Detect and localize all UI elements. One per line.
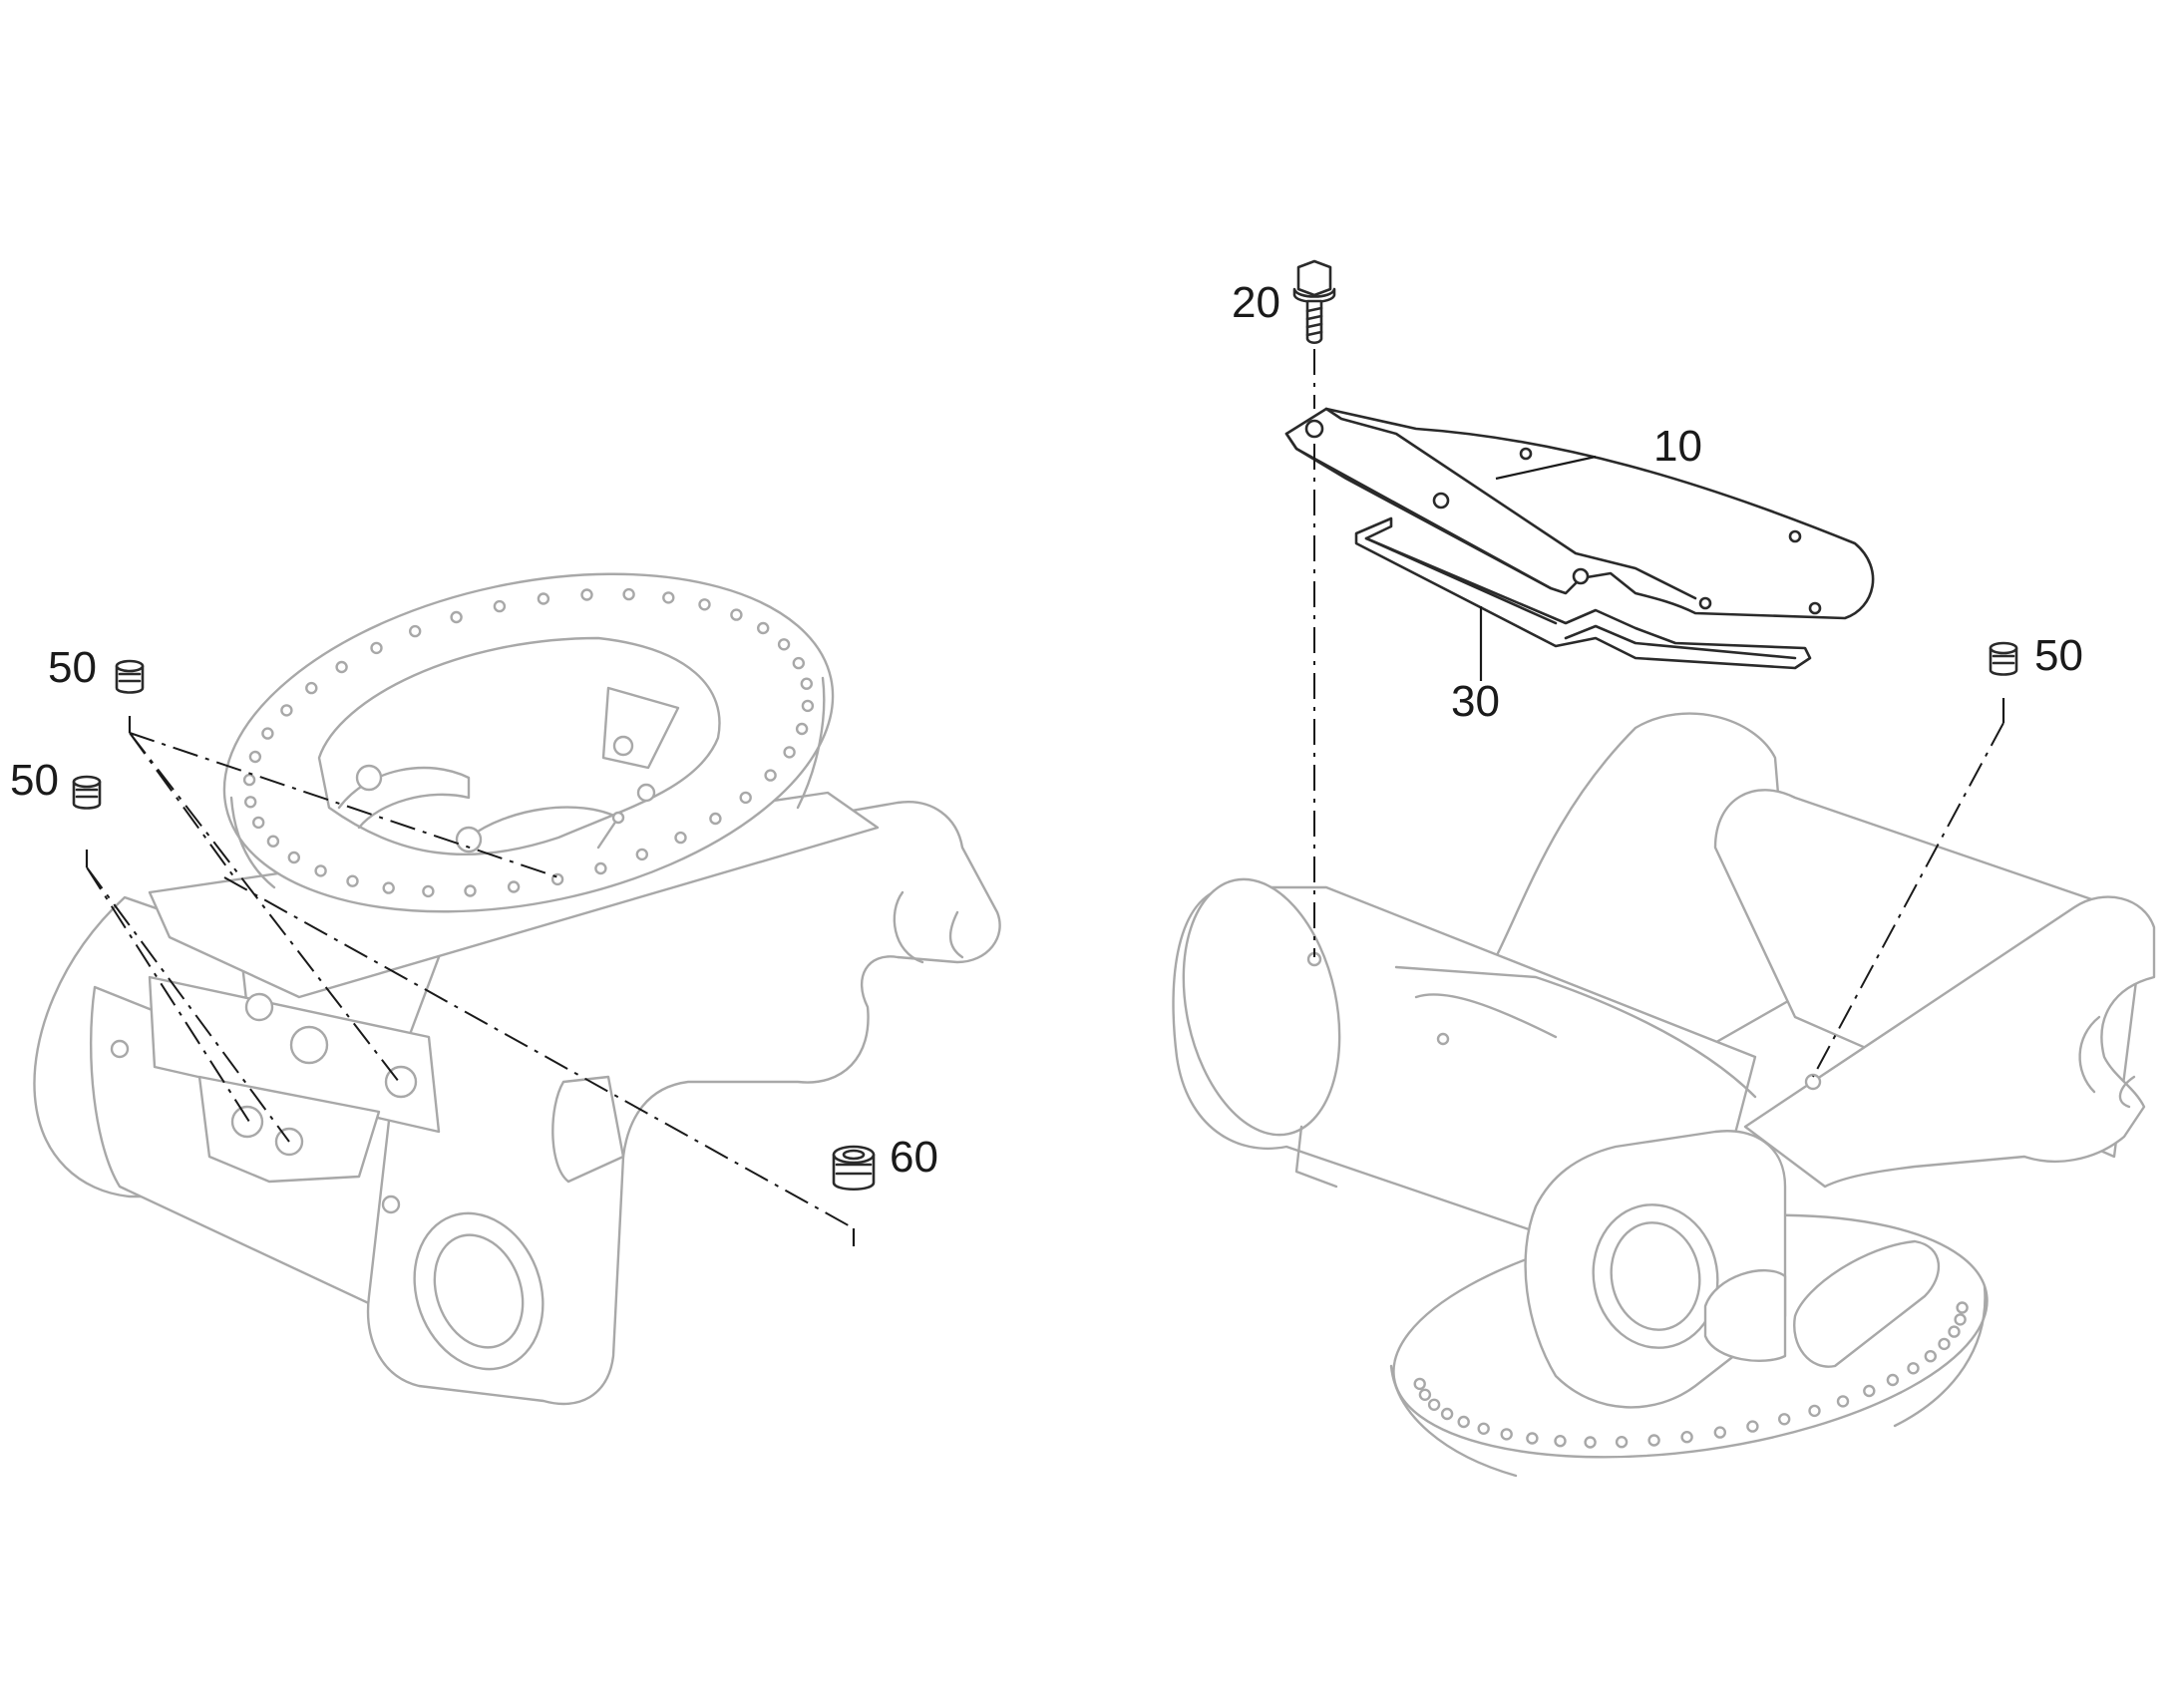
flange-bolt-hole	[422, 884, 435, 898]
left-plug-upper	[115, 659, 145, 694]
flange-bolt-holes-right	[1413, 1301, 1969, 1449]
flange-bolt-hole	[698, 598, 711, 611]
flange-bolt-hole	[314, 864, 327, 877]
flange-bolt-hole	[261, 727, 274, 740]
right-bolt	[1292, 259, 1336, 345]
flange-bolt-hole	[248, 750, 262, 764]
left-centerlines	[85, 716, 856, 1246]
flange-bolt-hole	[287, 851, 300, 864]
left-housing-assembly	[33, 572, 1001, 1406]
flange-bolt-hole	[800, 677, 813, 690]
flange-bolt-hole	[382, 881, 395, 894]
lower-flange-bolt-hole	[1907, 1362, 1920, 1375]
flange-bolt-hole	[662, 591, 675, 604]
flange-bolt-hole	[266, 835, 280, 848]
lower-flange-bolt-hole	[1554, 1434, 1567, 1448]
flange-bolt-hole	[243, 796, 257, 809]
flange-bolt-hole	[674, 831, 687, 845]
flange-bolt-hole	[305, 681, 318, 695]
flange-bolt-hole	[795, 722, 809, 736]
flange-bolt-hole	[580, 588, 593, 601]
callout-right-cover: 10	[1653, 422, 1702, 471]
flange-bolt-hole	[777, 638, 791, 651]
lower-flange-bolt-hole	[1938, 1337, 1951, 1351]
right-gasket	[1354, 516, 1812, 670]
lower-flange-bolt-hole	[1457, 1415, 1470, 1429]
callout-left-plug-large: 60	[890, 1133, 938, 1182]
lower-flange-bolt-hole	[1713, 1426, 1727, 1439]
lower-flange-bolt-hole	[1924, 1349, 1938, 1363]
flange-bolt-hole	[783, 746, 796, 759]
flange-bolt-hole	[537, 592, 550, 605]
flange-bolt-hole	[622, 587, 635, 601]
lower-flange-bolt-hole	[1956, 1301, 1969, 1314]
flange-bolt-hole	[335, 660, 348, 674]
flange-bolt-hole	[409, 624, 422, 638]
lower-flange-bolt-hole	[1680, 1430, 1693, 1444]
flange-bolt-hole	[757, 621, 770, 635]
flange-bolt-hole	[450, 610, 463, 624]
lower-flange-bolt-hole	[1808, 1404, 1821, 1418]
lower-flange-bolt-hole	[1836, 1395, 1850, 1408]
flange-bolt-hole	[280, 704, 293, 717]
lower-flange-bolt-hole	[1440, 1407, 1454, 1421]
flange-bolt-hole	[764, 769, 777, 782]
callout-right-gasket: 30	[1451, 677, 1500, 726]
lower-flange-bolt-hole	[1777, 1413, 1791, 1426]
left-plug-large	[832, 1145, 876, 1192]
leader-lines	[1479, 455, 1597, 681]
flange-bolt-hole	[464, 884, 477, 897]
callout-right-plug: 50	[2034, 631, 2083, 680]
flange-bolt-hole	[635, 848, 648, 861]
lower-flange-bolt-hole	[1500, 1428, 1513, 1441]
lower-flange-bolt-hole	[1746, 1420, 1759, 1433]
flange-bolt-hole	[493, 599, 507, 613]
flange-bolt-hole	[730, 608, 743, 621]
flange-bolt-hole	[594, 861, 607, 875]
lower-flange-bolt-hole	[1948, 1325, 1961, 1338]
lower-flange-bolt-hole	[1954, 1313, 1967, 1326]
flange-bolt-hole	[792, 656, 805, 670]
flange-bolt-hole	[252, 816, 265, 830]
right-centerlines	[1313, 349, 2005, 1078]
callout-right-bolt: 20	[1232, 278, 1280, 327]
lower-flange-bolt-hole	[1526, 1432, 1539, 1445]
right-plug	[1989, 641, 2018, 676]
callout-left-plug-lower: 50	[10, 756, 59, 805]
flange-bolt-hole	[346, 874, 359, 887]
lower-flange-bolt-hole	[1477, 1422, 1490, 1436]
right-housing-assembly	[1172, 712, 2156, 1478]
right-cover-plate	[1284, 407, 1875, 620]
lower-flange-bolt-hole	[1584, 1436, 1597, 1449]
lower-flange-bolt-hole	[1863, 1384, 1876, 1398]
flange-bolt-hole	[739, 791, 752, 805]
flange-bolt-hole	[801, 699, 815, 713]
callout-left-plug-upper: 50	[48, 643, 97, 692]
lower-flange-bolt-hole	[1413, 1377, 1426, 1391]
flange-bolt-holes-left	[242, 587, 815, 898]
flange-bolt-hole	[709, 812, 722, 826]
lower-flange-bolt-hole	[1615, 1435, 1629, 1449]
flange-bolt-hole	[370, 641, 383, 655]
left-plug-lower	[72, 775, 102, 810]
flange-bolt-hole	[507, 880, 521, 893]
lower-flange-bolt-hole	[1647, 1434, 1660, 1447]
lower-flange-bolt-hole	[1427, 1398, 1441, 1412]
lower-flange-bolt-hole	[1886, 1373, 1900, 1387]
flange-bolt-hole	[242, 773, 256, 787]
lower-flange-bolt-hole	[1418, 1388, 1432, 1402]
